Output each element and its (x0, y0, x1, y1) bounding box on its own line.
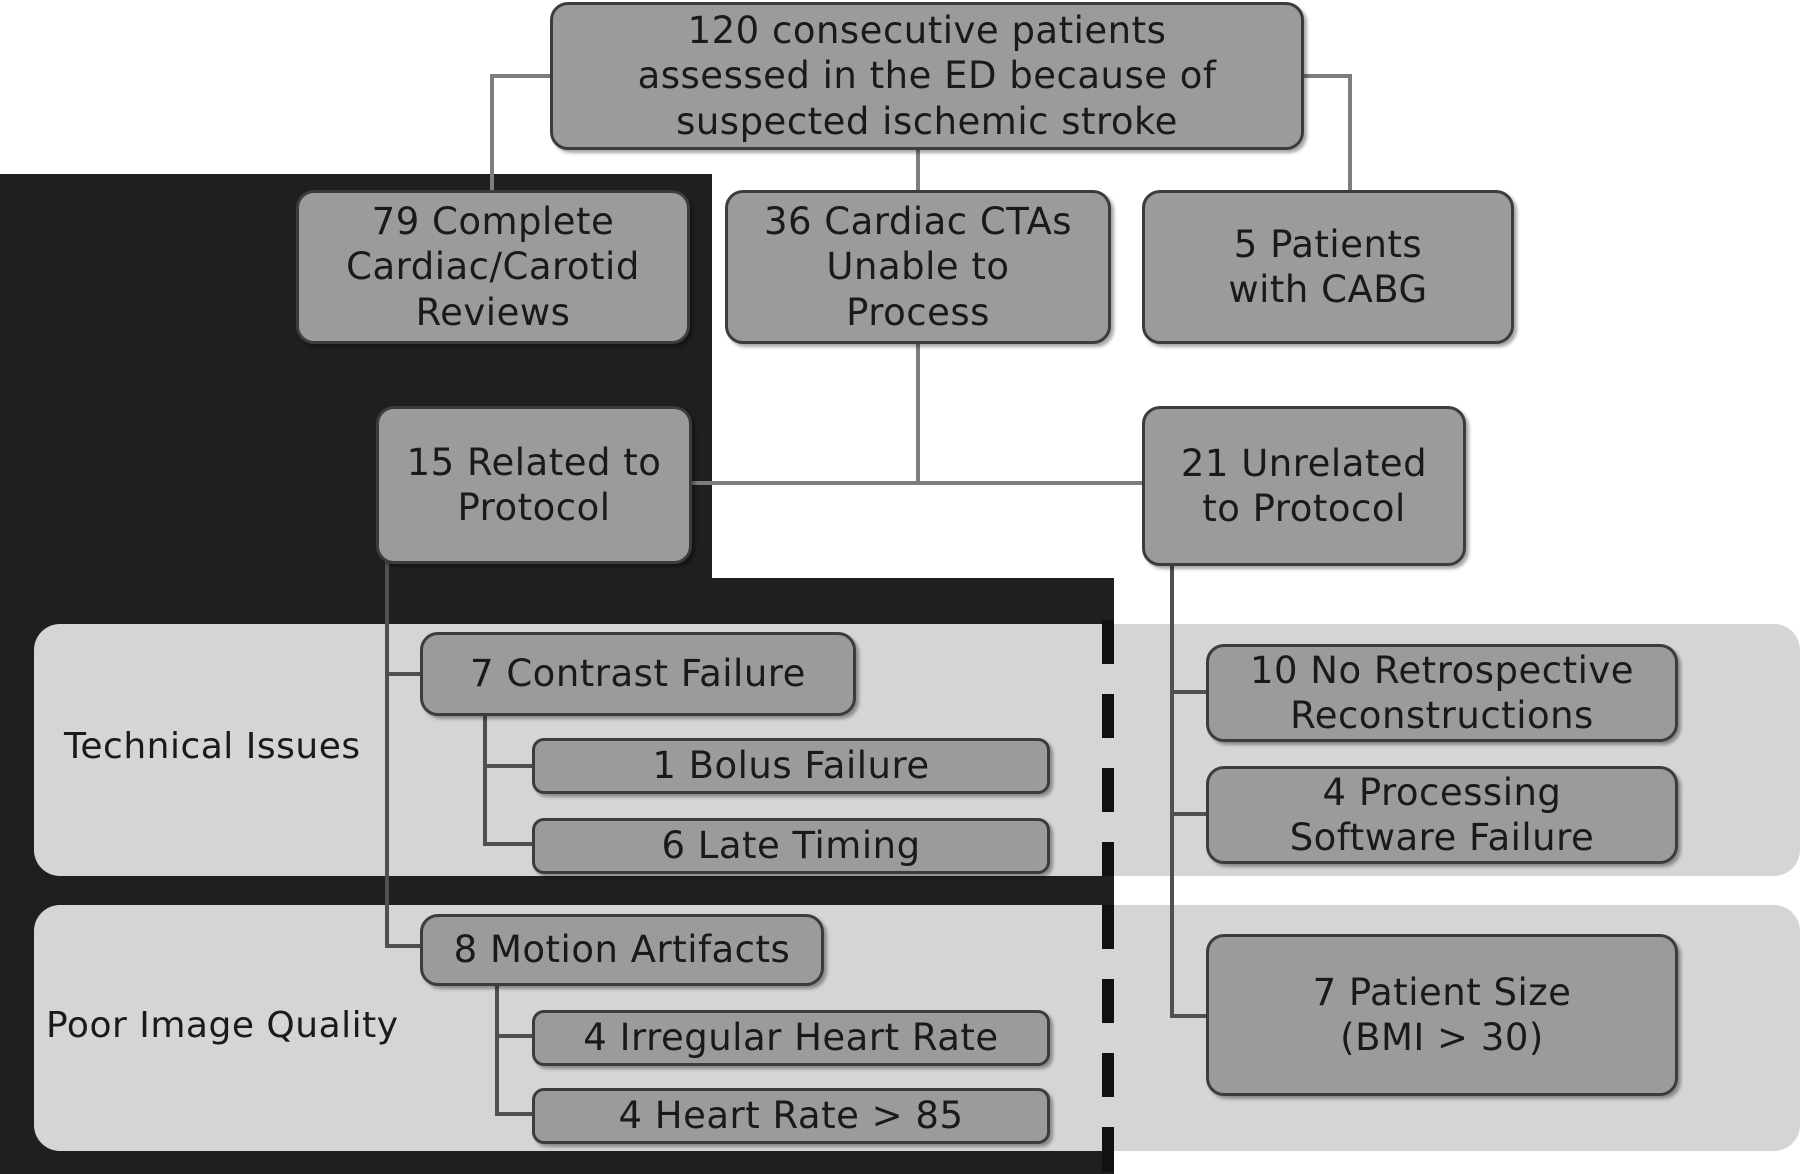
node-8-motion-artifacts: 8 Motion Artifacts (420, 914, 824, 986)
band-label-technical-issues: Technical Issues (64, 726, 361, 767)
node-21-unrelated-to-protocol: 21 Unrelated to Protocol (1142, 406, 1466, 566)
node-10-no-retrospective-reconstructions: 10 No Retrospective Reconstructions (1206, 644, 1678, 742)
band-label-poor-image-quality: Poor Image Quality (46, 1005, 399, 1046)
node-5-cabg: 5 Patients with CABG (1142, 190, 1514, 344)
node-root-120-patients: 120 consecutive patients assessed in the… (550, 2, 1304, 150)
node-1-bolus-failure: 1 Bolus Failure (532, 738, 1050, 794)
node-79-complete-reviews: 79 Complete Cardiac/Carotid Reviews (296, 190, 690, 344)
node-4-processing-software-failure: 4 Processing Software Failure (1206, 766, 1678, 864)
node-7-patient-size: 7 Patient Size (BMI > 30) (1206, 934, 1678, 1096)
node-36-unable-to-process: 36 Cardiac CTAs Unable to Process (725, 190, 1111, 344)
node-15-related-to-protocol: 15 Related to Protocol (376, 406, 692, 564)
node-4-heart-rate-over-85: 4 Heart Rate > 85 (532, 1088, 1050, 1144)
node-7-contrast-failure: 7 Contrast Failure (420, 632, 856, 716)
node-6-late-timing: 6 Late Timing (532, 818, 1050, 874)
node-4-irregular-heart-rate: 4 Irregular Heart Rate (532, 1010, 1050, 1066)
